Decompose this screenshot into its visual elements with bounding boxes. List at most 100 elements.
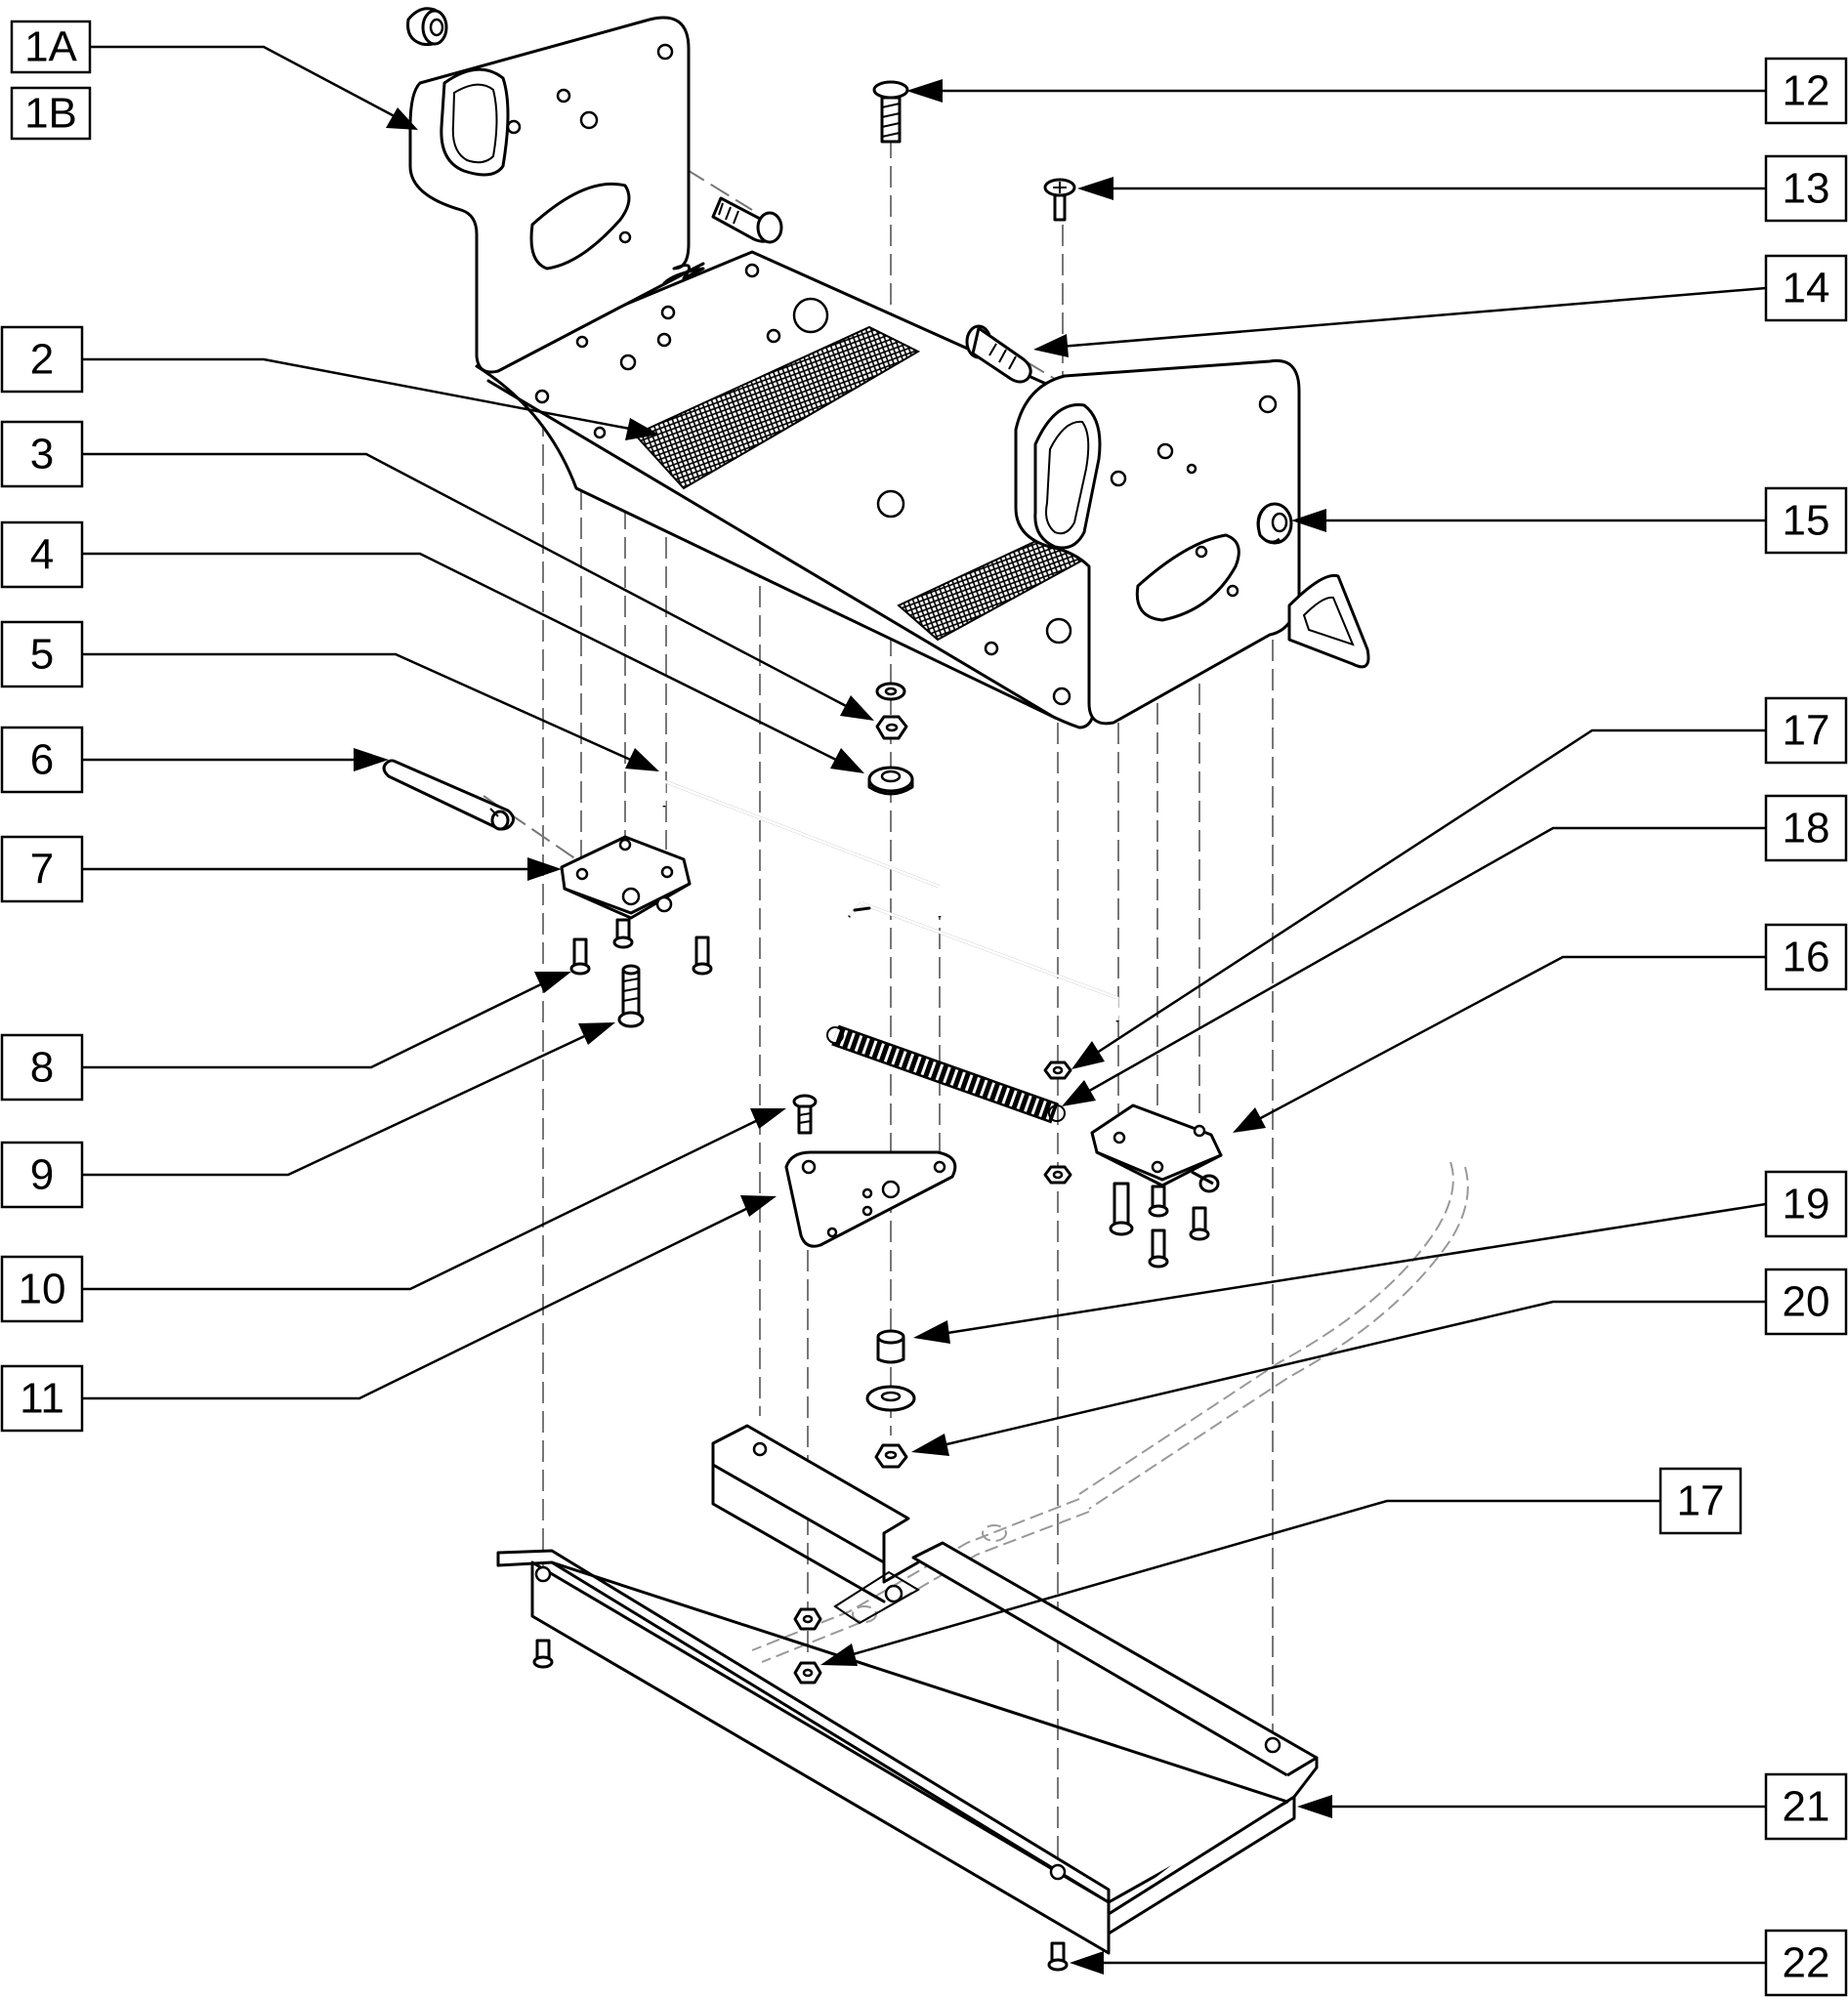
callout-box: [0, 835, 84, 903]
callout-label: 17: [1677, 1477, 1725, 1525]
callout-box: [1764, 1268, 1848, 1336]
callout-label: 13: [1783, 165, 1830, 213]
part-4-washer: [867, 766, 914, 796]
part-6-pin: [382, 759, 515, 831]
part-13-screw: [1043, 178, 1076, 222]
part-1a-knob: [406, 7, 448, 46]
callout-20: 20: [1764, 1268, 1848, 1336]
callout-22: 22: [1764, 1929, 1848, 1997]
callout-label: 3: [30, 431, 54, 478]
callout-label: 4: [30, 531, 54, 579]
callout-15: 15: [1764, 486, 1848, 555]
part-20-washer-nut: [865, 1385, 916, 1469]
callout-label: 6: [30, 736, 54, 784]
callout-box: [0, 1255, 84, 1323]
callout-14: 14: [1764, 254, 1848, 322]
callout-box: [1764, 254, 1848, 322]
callout-5: 5: [0, 620, 84, 688]
part-9-long-screw: [617, 964, 645, 1028]
callout-box: [1659, 1467, 1743, 1535]
callout-7: 7: [0, 835, 84, 903]
callout-2: 2: [0, 325, 84, 394]
callout-labels: 1A 1B 2 3 4 5 6 7 8 9 10 11 12 13 14 15 16 17 18 19 20 17 21 22: [0, 20, 1848, 1997]
callout-6: 6: [0, 726, 84, 794]
part-10-screw: [792, 1094, 818, 1135]
callout-label: 10: [19, 1266, 66, 1313]
part-screw-bottom-left: [532, 1639, 554, 1669]
callout-label: 12: [1783, 67, 1830, 115]
callout-label: 19: [1783, 1181, 1830, 1228]
callout-21: 21: [1764, 1772, 1848, 1841]
callout-box: [0, 620, 84, 688]
part-12-screw: [872, 80, 909, 144]
callout-box: [1764, 923, 1848, 991]
callout-17b: 17: [1659, 1467, 1743, 1535]
callout-label: 15: [1783, 497, 1830, 545]
callout-label: 14: [1783, 265, 1830, 312]
part-19-spacer: [876, 1329, 905, 1364]
part-14-bolt: [965, 324, 1032, 384]
callout-label: 11: [20, 1375, 64, 1423]
callout-16: 16: [1764, 923, 1848, 991]
callout-1A: 1A: [10, 20, 92, 74]
callout-label: 16: [1783, 934, 1830, 981]
part-3-nut-stack: [875, 682, 908, 740]
callout-8: 8: [0, 1033, 84, 1102]
callout-box: [0, 1364, 84, 1433]
callout-box: [10, 86, 92, 141]
callout-box: [1764, 1929, 1848, 1997]
part-16-block: [1090, 1103, 1223, 1269]
part-8-screws: [569, 918, 713, 976]
leader-lines: [82, 45, 1767, 1975]
callout-box: [0, 325, 84, 394]
callout-box: [0, 420, 84, 488]
part-17-nut-upper: [1043, 1061, 1072, 1080]
callout-label: 17: [1783, 707, 1830, 755]
callout-box: [0, 520, 84, 589]
callout-box: [1764, 486, 1848, 555]
callout-label: 22: [1783, 1939, 1830, 1987]
callout-11: 11: [0, 1364, 84, 1433]
callout-box: [1764, 154, 1848, 223]
callout-1B: 1B: [10, 86, 92, 141]
part-7-block: [560, 835, 692, 920]
callout-10: 10: [0, 1255, 84, 1323]
callout-box: [10, 20, 92, 74]
part-nut-lower-right: [1043, 1165, 1072, 1185]
callout-18: 18: [1764, 794, 1848, 862]
callout-label: 9: [30, 1151, 54, 1199]
callout-label: 21: [1783, 1783, 1830, 1831]
callout-label: 2: [30, 336, 54, 384]
callout-label: 8: [30, 1044, 54, 1092]
callout-box: [1764, 696, 1848, 765]
callout-label: 1B: [24, 90, 77, 138]
main-mounting-bracket: [408, 16, 1370, 729]
part-5-rod: [662, 778, 1119, 1022]
callout-box: [0, 1141, 84, 1209]
callout-label: 7: [30, 846, 54, 894]
callout-19: 19: [1764, 1170, 1848, 1238]
callout-box: [1764, 1772, 1848, 1841]
callout-4: 4: [0, 520, 84, 589]
part-spring: [826, 1024, 1066, 1124]
part-bolt-left-plate: [711, 196, 783, 244]
part-15-knob: [1256, 502, 1293, 545]
callout-17a: 17: [1764, 696, 1848, 765]
callout-box: [1764, 57, 1848, 125]
callout-box: [0, 1033, 84, 1102]
callout-label: 20: [1783, 1278, 1830, 1326]
callout-label: 1A: [24, 23, 77, 71]
callout-3: 3: [0, 420, 84, 488]
callout-9: 9: [0, 1141, 84, 1209]
callout-box: [1764, 1170, 1848, 1238]
callout-label: 18: [1783, 805, 1830, 853]
part-17-nut-lower: [793, 1607, 822, 1685]
callout-12: 12: [1764, 57, 1848, 125]
callout-box: [1764, 794, 1848, 862]
callout-13: 13: [1764, 154, 1848, 223]
part-11-plate: [784, 1150, 957, 1248]
part-22-screw: [1047, 1941, 1069, 1972]
part-21-channel: [496, 1424, 1319, 1955]
callout-label: 5: [30, 631, 54, 679]
